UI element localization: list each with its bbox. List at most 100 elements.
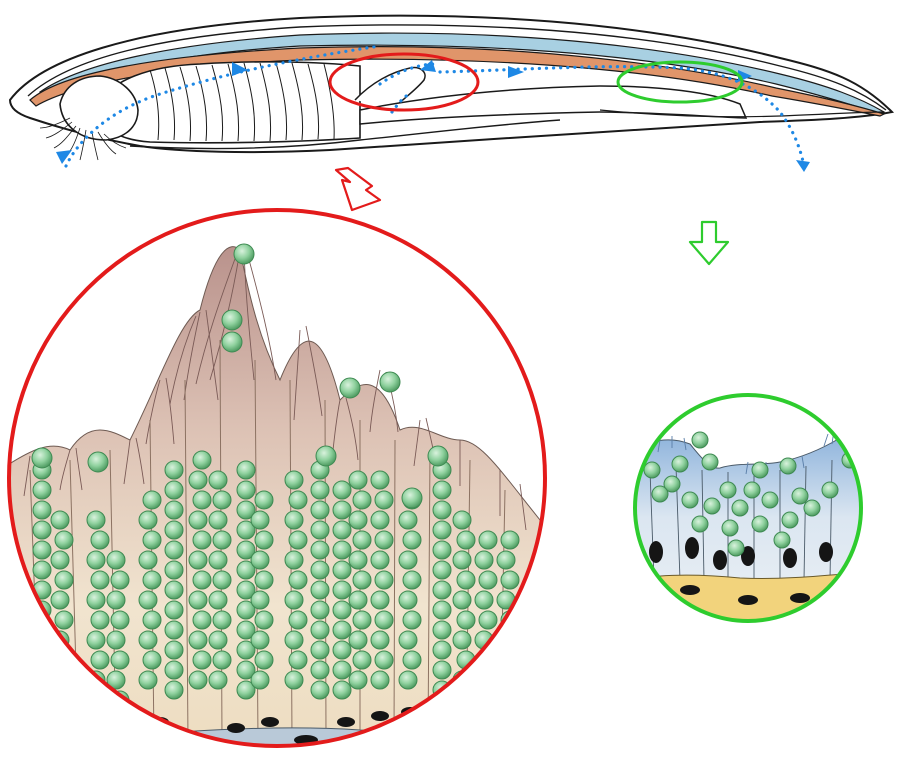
secretory-granule <box>289 571 307 589</box>
secretory-granule <box>433 501 451 519</box>
secretory-granule <box>213 651 231 669</box>
secretory-granule <box>380 372 400 392</box>
secretory-granule <box>189 631 207 649</box>
secretory-granule <box>475 551 493 569</box>
secretory-granule <box>289 611 307 629</box>
secretory-granule <box>165 561 183 579</box>
secretory-granule <box>139 511 157 529</box>
secretory-granule <box>234 244 254 264</box>
secretory-granule <box>752 516 768 532</box>
secretory-granule <box>111 571 129 589</box>
secretory-granule <box>333 641 351 659</box>
secretory-granule <box>251 551 269 569</box>
secretory-granule <box>457 531 475 549</box>
secretory-granule <box>311 601 329 619</box>
secretory-granule <box>349 591 367 609</box>
secretory-granule <box>251 591 269 609</box>
secretory-granule <box>193 611 211 629</box>
secretory-granule <box>428 446 448 466</box>
secretory-granule <box>311 641 329 659</box>
secretory-granule <box>333 481 351 499</box>
secretory-granule <box>189 511 207 529</box>
secretory-granule <box>780 458 796 474</box>
secretory-granule <box>371 551 389 569</box>
secretory-granule <box>774 532 790 548</box>
secretory-granule <box>255 491 273 509</box>
secretory-granule <box>433 661 451 679</box>
green-zoom-circle <box>630 395 866 640</box>
green-hollow-down-arrow-icon <box>690 222 728 264</box>
secretory-granule <box>55 611 73 629</box>
secretory-granule <box>237 481 255 499</box>
secretory-granule <box>652 486 668 502</box>
secretory-granule <box>311 501 329 519</box>
secretory-granule <box>51 551 69 569</box>
secretory-granule <box>33 521 51 539</box>
red-zoom-circle <box>0 210 560 765</box>
secretory-granule <box>55 571 73 589</box>
secretory-granule <box>139 591 157 609</box>
secretory-granule <box>165 601 183 619</box>
secretory-granule <box>692 516 708 532</box>
secretory-granule <box>193 651 211 669</box>
secretory-granule <box>371 671 389 689</box>
secretory-granule <box>353 651 371 669</box>
secretory-granule <box>782 512 798 528</box>
secretory-granule <box>399 631 417 649</box>
secretory-granule <box>399 511 417 529</box>
secretory-granule <box>752 462 768 478</box>
secretory-granule <box>501 531 519 549</box>
secretory-granule <box>403 651 421 669</box>
secretory-granule <box>55 531 73 549</box>
secretory-granule <box>311 541 329 559</box>
secretory-granule <box>349 551 367 569</box>
secretory-granule <box>33 621 51 639</box>
secretory-granule <box>311 481 329 499</box>
secretory-granule <box>333 681 351 699</box>
secretory-granule <box>33 641 51 659</box>
secretory-granule <box>222 310 242 330</box>
secretory-granule <box>399 551 417 569</box>
secretory-granule <box>143 571 161 589</box>
secretory-granule <box>33 661 51 679</box>
secretory-granule <box>333 581 351 599</box>
secretory-granule <box>311 661 329 679</box>
secretory-granule <box>222 332 242 352</box>
secretory-granule <box>333 541 351 559</box>
secretory-granule <box>209 631 227 649</box>
secretory-granule <box>51 591 69 609</box>
secretory-granule <box>479 531 497 549</box>
secretory-granule <box>165 501 183 519</box>
secretory-granule <box>501 651 519 669</box>
secretory-granule <box>289 491 307 509</box>
secretory-granule <box>189 591 207 609</box>
secretory-granule <box>692 432 708 448</box>
secretory-granule <box>111 611 129 629</box>
secretory-granule <box>433 521 451 539</box>
secretory-granule <box>349 671 367 689</box>
secretory-granule <box>33 681 51 699</box>
secretory-granule <box>165 661 183 679</box>
secretory-granule <box>340 378 360 398</box>
secretory-granule <box>804 500 820 516</box>
lancelet-overview <box>10 16 892 172</box>
secretory-granule <box>32 448 52 468</box>
secretory-granule <box>349 471 367 489</box>
secretory-granule <box>33 501 51 519</box>
secretory-granule <box>165 461 183 479</box>
secretory-granule <box>213 531 231 549</box>
secretory-granule <box>349 511 367 529</box>
secretory-granule <box>139 671 157 689</box>
secretory-granule <box>189 671 207 689</box>
secretory-granule <box>143 611 161 629</box>
secretory-granule <box>87 511 105 529</box>
secretory-granule <box>285 511 303 529</box>
secretory-granule <box>193 531 211 549</box>
secretory-granule <box>193 571 211 589</box>
secretory-granule <box>720 482 736 498</box>
secretory-granule <box>475 671 493 689</box>
secretory-granule <box>91 651 109 669</box>
secretory-granule <box>213 571 231 589</box>
secretory-granule <box>87 631 105 649</box>
secretory-granule <box>285 671 303 689</box>
